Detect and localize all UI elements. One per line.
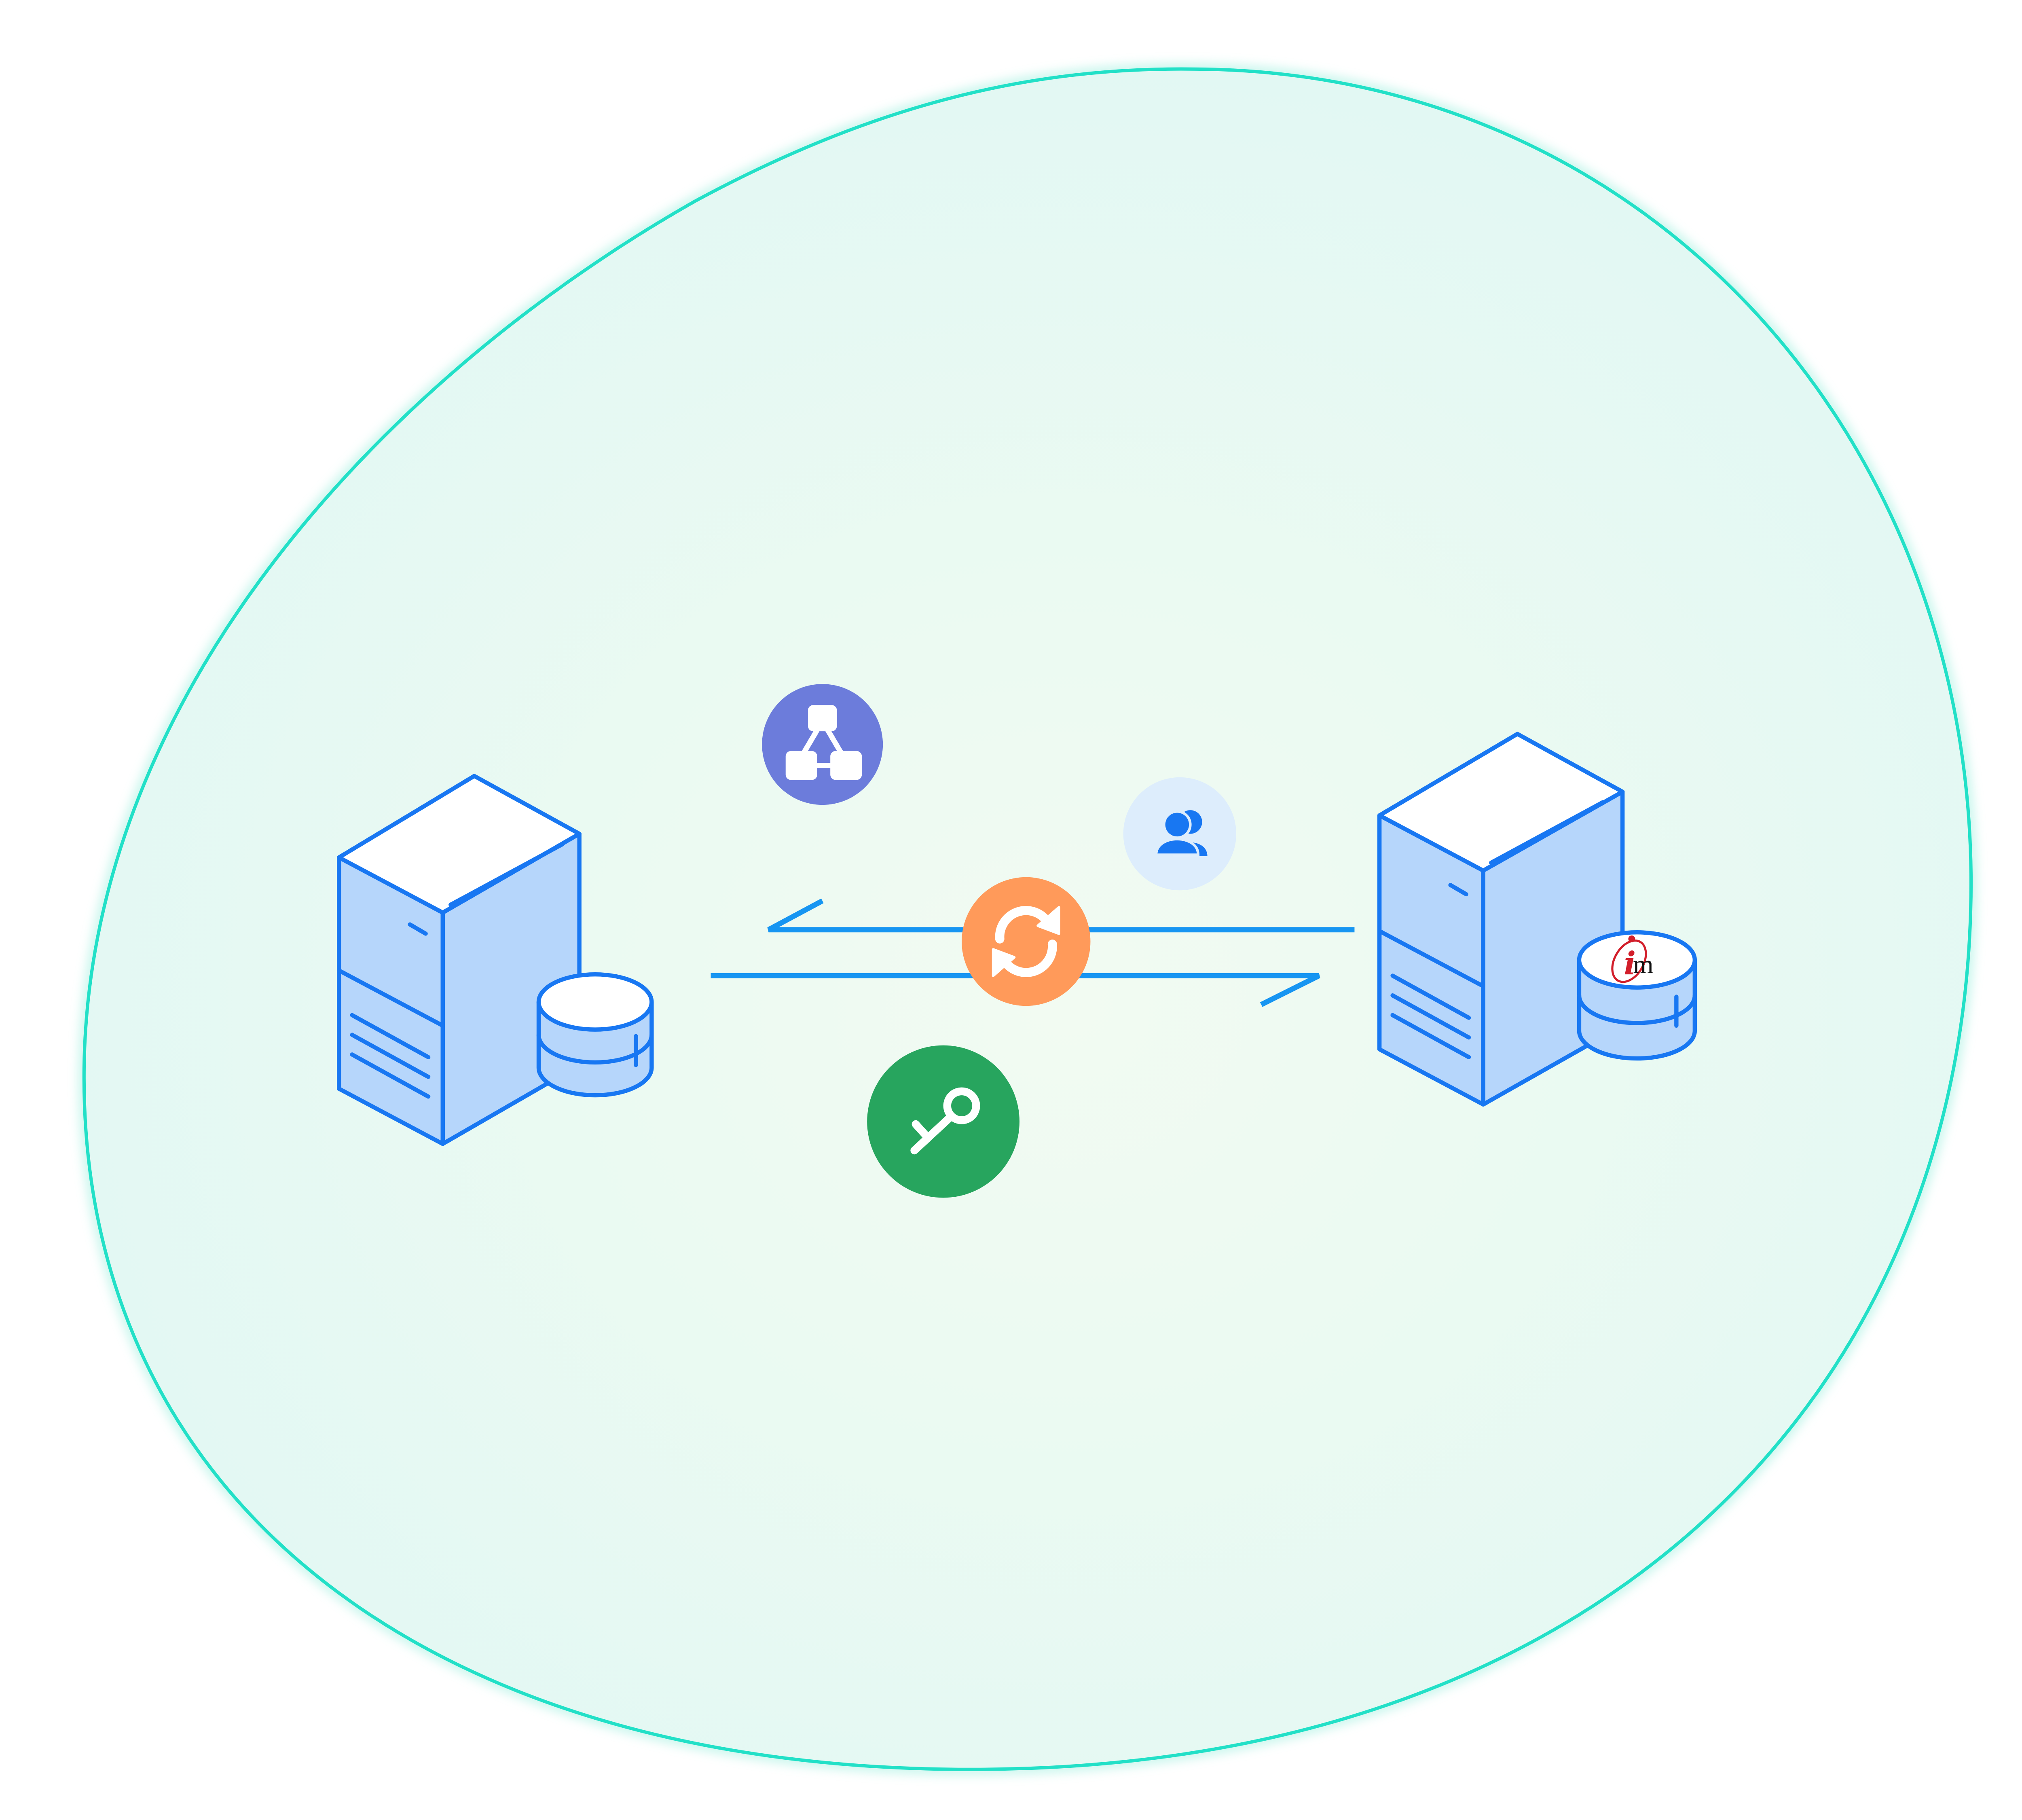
key-icon [910,1087,980,1155]
users-icon [1155,810,1208,856]
sync-arrows-icon [992,906,1060,977]
arrow-left-icon [767,898,1355,933]
network-badge [762,684,883,805]
arrow-right-icon [711,973,1320,1007]
im-logo: i m [1611,935,1654,983]
server-with-database-icon [1377,732,1697,1107]
users-badge [1123,777,1237,891]
sync-badge [962,877,1091,1006]
connections [711,898,1355,1007]
left-server [336,774,654,1146]
network-hierarchy-icon [785,705,862,780]
logo-letter-m: m [1633,950,1654,979]
server-with-database-icon [336,774,654,1146]
right-server [1377,732,1697,1107]
key-badge [867,1045,1019,1198]
logo-letter-i: i [1624,945,1636,982]
